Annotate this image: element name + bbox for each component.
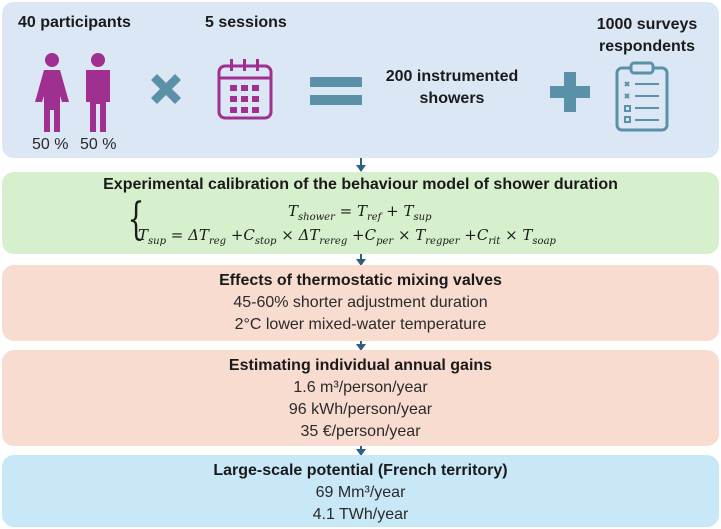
flow-arrow-4 (360, 446, 362, 450)
gains-title: Estimating individual annual gains (228, 357, 493, 374)
plus-icon (550, 72, 590, 112)
valves-line: 45-60% shorter adjustment duration (233, 294, 488, 311)
formula-brace: { (127, 194, 145, 245)
multiply-icon (151, 74, 181, 104)
sessions-label: 5 sessions (205, 14, 287, 31)
flow-arrowhead-3 (356, 344, 366, 351)
flow-arrow-3 (360, 341, 362, 345)
clipboard-survey-icon (615, 61, 669, 132)
potential-panel: Large-scale potential (French territory)… (2, 455, 719, 527)
flow-arrow-2 (360, 254, 362, 260)
female-person-icon (35, 53, 69, 132)
male-person-icon (86, 53, 110, 132)
gains-line: 1.6 m³/person/year (293, 379, 428, 396)
formula-supplementary-time: Tsup = ΔTreg +Cstop × ΔTrereg +Cper × Tr… (138, 226, 556, 247)
formula-shower-duration: Tshower = Tref + Tsup (288, 202, 432, 223)
valves-title: Effects of thermostatic mixing valves (219, 272, 502, 289)
gains-line: 35 €/person/year (300, 423, 421, 440)
valves-line: 2°C lower mixed-water temperature (234, 316, 487, 333)
showers-label: 200 instrumented showers (385, 68, 519, 107)
calendar-icon (217, 59, 273, 120)
flow-arrowhead-2 (356, 259, 366, 266)
participants-label: 40 participants (18, 14, 131, 31)
potential-line: 4.1 TWh/year (312, 506, 409, 523)
male-percent: 50 % (80, 136, 117, 153)
potential-line: 69 Mm³/year (315, 484, 406, 501)
gains-line: 96 kWh/person/year (288, 401, 433, 418)
potential-title: Large-scale potential (French territory) (213, 462, 508, 479)
calibration-panel: Experimental calibration of the behaviou… (2, 172, 719, 254)
valves-panel: Effects of thermostatic mixing valves 45… (2, 265, 719, 341)
female-percent: 50 % (32, 136, 69, 153)
flow-arrow-1 (360, 158, 362, 166)
flow-arrowhead-4 (356, 449, 366, 456)
equals-icon (310, 77, 362, 105)
calibration-title: Experimental calibration of the behaviou… (103, 176, 618, 193)
participants-panel: 40 participants 5 sessions 200 instrumen… (2, 2, 719, 158)
flow-arrowhead-1 (356, 165, 366, 172)
surveys-label: 1000 surveys respondents (596, 16, 698, 55)
gains-panel: Estimating individual annual gains 1.6 m… (2, 350, 719, 446)
